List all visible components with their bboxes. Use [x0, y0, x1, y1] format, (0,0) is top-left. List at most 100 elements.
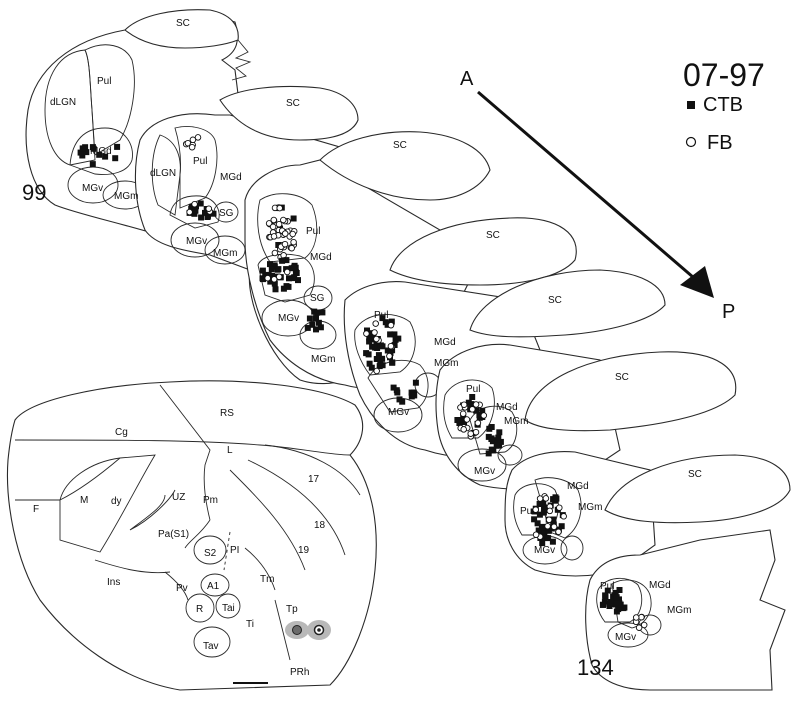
mgm-6 — [560, 535, 584, 561]
ctb-cell — [319, 309, 326, 316]
ctb-cell — [497, 438, 504, 445]
fb-cell — [281, 240, 289, 248]
ctb-cell — [616, 587, 623, 593]
legend-fb-symbol — [685, 136, 697, 148]
ctb-cell — [279, 257, 286, 264]
ctb-cell — [456, 420, 463, 426]
ctb-cell — [486, 425, 493, 432]
ctb-cell — [309, 321, 316, 328]
fb-cell — [632, 614, 640, 621]
ctb-cell — [494, 437, 501, 444]
label-sg-3: SG — [310, 293, 325, 304]
ctb-cell — [102, 153, 109, 160]
fb-cell — [542, 495, 550, 502]
label-ins: Ins — [107, 577, 120, 588]
label-pul-1: Pul — [97, 76, 111, 87]
fb-cell — [373, 335, 380, 343]
section-7 — [585, 454, 791, 691]
fb-cell — [363, 330, 370, 337]
sc-1 — [124, 9, 239, 49]
labels: SC SC SC SC SC SC SC dLGN Pul MGd MGv MG… — [22, 18, 765, 680]
fb-cell — [265, 220, 273, 227]
ctb-cell — [387, 331, 394, 338]
ctb-cell — [192, 207, 199, 214]
ctb-cell — [290, 264, 297, 271]
fb-cell — [550, 523, 558, 531]
ctb-cell — [369, 343, 376, 350]
sc-5 — [469, 269, 666, 338]
ctb-cell — [495, 434, 502, 441]
label-uz: UZ — [172, 492, 185, 503]
ctb-cell — [112, 155, 119, 162]
fb-cell — [281, 230, 289, 237]
fb-cell — [459, 410, 467, 417]
fb-cell — [205, 205, 213, 212]
label-sc-6: SC — [615, 372, 629, 383]
ctb-cell — [265, 271, 272, 278]
ctb-cell — [550, 516, 557, 523]
label-mgd-3: MGd — [310, 252, 332, 263]
mgv-2 — [170, 222, 220, 258]
ctb-cell — [496, 429, 503, 436]
tai-area — [215, 593, 241, 619]
label-mgd-7: MGd — [649, 580, 671, 591]
label-sc-5: SC — [548, 295, 562, 306]
label-sc-4: SC — [486, 230, 500, 241]
tp-boundary — [274, 599, 291, 661]
ctb-cell — [283, 257, 290, 264]
label-s2: S2 — [204, 548, 217, 559]
label-mgv-3: MGv — [278, 313, 299, 324]
ctb-cell — [473, 407, 480, 414]
ctb-cell — [394, 389, 401, 396]
label-tp: Tp — [286, 604, 298, 615]
label-mgm-5: MGm — [504, 416, 528, 427]
label-m: M — [80, 495, 88, 506]
cortex-view — [6, 380, 377, 691]
ctb-cell — [366, 338, 373, 345]
ctb-cell — [602, 592, 609, 599]
ctb-cell — [269, 272, 275, 279]
fb-cell — [191, 200, 198, 208]
ctb-cell — [295, 277, 301, 284]
ctb-cell — [536, 501, 543, 507]
ctb-cell — [493, 442, 500, 449]
ctb-cell — [272, 286, 279, 293]
v17 — [264, 444, 361, 496]
pul-3 — [257, 193, 318, 263]
ctb-cell — [79, 145, 86, 152]
mgd-7 — [611, 579, 652, 629]
ctb-cell — [390, 384, 397, 391]
ctb-cell — [604, 587, 611, 594]
pul-4 — [354, 314, 416, 376]
ctb-cell — [558, 523, 565, 530]
s2-area — [193, 535, 227, 565]
label-sc-2: SC — [286, 98, 300, 109]
label-18: 18 — [314, 520, 326, 531]
case-id: 07-97 — [683, 57, 765, 93]
pm-boundary — [184, 519, 211, 549]
fb-cell — [555, 528, 562, 536]
ctb-cell — [379, 362, 386, 369]
ctb-cell — [365, 351, 372, 358]
mgv-5 — [457, 448, 507, 482]
axis-start-label: A — [460, 68, 474, 90]
ctb-cell — [395, 335, 402, 342]
fb-cell — [289, 230, 296, 238]
fb-cell — [269, 223, 277, 231]
ctb-cell — [89, 144, 96, 151]
label-ti: Ti — [246, 619, 254, 630]
fb-cell — [290, 238, 297, 246]
injection-core-1 — [292, 625, 302, 635]
label-pi: PI — [230, 545, 239, 556]
ctb-cell — [412, 379, 419, 386]
label-a1: A1 — [207, 581, 220, 592]
fb-cell — [270, 233, 278, 240]
ctb-cell — [613, 608, 620, 615]
ctb-cell — [304, 324, 311, 331]
label-sc-7: SC — [688, 469, 702, 480]
label-tai: Tai — [222, 603, 235, 614]
label-sc-3: SC — [393, 140, 407, 151]
label-mgv-6: MGv — [534, 545, 555, 556]
ctb-cell — [275, 266, 282, 273]
label-mgm-1: MGm — [114, 191, 138, 202]
